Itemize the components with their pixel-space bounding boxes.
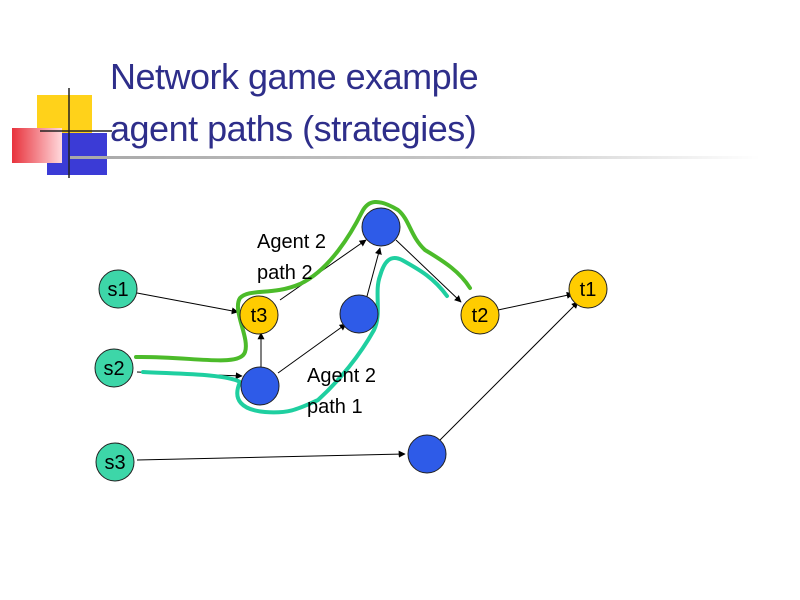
node-t1-label: t1 (580, 279, 597, 301)
node-t3-label: t3 (251, 305, 268, 327)
node-s1: s1 (98, 269, 138, 309)
edge-lowerleft-mid (277, 323, 347, 374)
slide-logo (12, 88, 112, 178)
annotation-path1-line1: Agent 2 (307, 365, 376, 387)
annotation-path1-line2: path 1 (307, 396, 363, 418)
node-s3-label: s3 (104, 452, 125, 474)
node-s2: s2 (94, 348, 134, 388)
edge-bottom-t1 (439, 301, 579, 441)
annotation-path2-line1: Agent 2 (257, 231, 326, 253)
title-line-1: Network game example (110, 56, 479, 97)
node-s1-label: s1 (107, 279, 128, 301)
title-rule (70, 156, 760, 159)
node-upper (361, 207, 401, 247)
edge-top-t2 (395, 239, 462, 303)
edge-t2-t1 (497, 291, 574, 311)
node-middle (339, 294, 379, 334)
node-t3: t3 (239, 295, 279, 335)
annotation-path2-line2: path 2 (257, 262, 313, 284)
node-t2: t2 (460, 295, 500, 335)
node-t2-label: t2 (472, 305, 489, 327)
node-s2-label: s2 (103, 358, 124, 380)
node-bottom (407, 434, 447, 474)
title-line-2: agent paths (strategies) (110, 108, 477, 149)
node-t1: t1 (568, 269, 608, 309)
edge-s3-bottom (136, 450, 406, 461)
node-s3: s3 (95, 442, 135, 482)
node-lower-left (240, 366, 280, 406)
edge-mid-top (365, 247, 382, 301)
agent2-path2-highlight (134, 200, 472, 363)
agent2-path1-highlight (141, 256, 449, 415)
edge-s1-t3 (136, 292, 239, 315)
logo-red-square (12, 128, 62, 163)
